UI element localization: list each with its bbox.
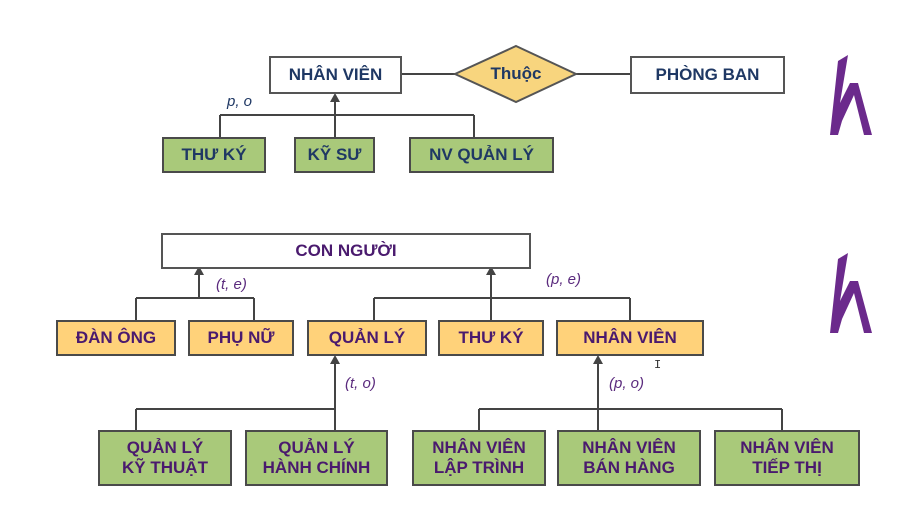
- entity-nv-tiep-thi: NHÂN VIÊN TIẾP THỊ: [714, 430, 860, 486]
- entity-ky-su: KỸ SƯ: [294, 137, 375, 173]
- entity-nhan-vien-bottom: NHÂN VIÊN: [556, 320, 704, 356]
- entity-thu-ky-bottom: THƯ KÝ: [438, 320, 544, 356]
- entity-thu-ky-top: THƯ KÝ: [162, 137, 266, 173]
- nv-tiep-thi-line-2: TIẾP THỊ: [752, 458, 822, 477]
- entity-nhan-vien-top: NHÂN VIÊN: [269, 56, 402, 94]
- constraint-p-o-bottom: (p, o): [609, 375, 645, 392]
- ql-ky-thuat-line-2: KỸ THUẬT: [122, 458, 208, 477]
- ql-ky-thuat-line-1: QUẢN LÝ: [126, 438, 204, 457]
- entity-ql-ky-thuat: QUẢN LÝ KỸ THUẬT: [98, 430, 232, 486]
- entity-nv-lap-trinh: NHÂN VIÊN LẬP TRÌNH: [412, 430, 546, 486]
- h-logo-icon: [830, 253, 872, 333]
- nv-ban-hang-line-2: BÁN HÀNG: [583, 458, 675, 477]
- nv-tiep-thi-line-1: NHÂN VIÊN: [740, 438, 834, 457]
- nv-ban-hang-line-1: NHÂN VIÊN: [582, 438, 676, 457]
- entity-dan-ong: ĐÀN ÔNG: [56, 320, 176, 356]
- entity-ql-hanh-chinh: QUẢN LÝ HÀNH CHÍNH: [245, 430, 388, 486]
- constraint-t-o: (t, o): [345, 375, 376, 392]
- relationship-thuoc-label: Thuộc: [490, 64, 542, 83]
- entity-con-nguoi: CON NGƯỜI: [161, 233, 531, 269]
- text-cursor-icon: I: [654, 358, 662, 372]
- relationship-diamond: [452, 44, 579, 104]
- ql-hanh-chinh-line-2: HÀNH CHÍNH: [262, 458, 371, 477]
- h-logo-icon: [830, 55, 872, 135]
- constraint-p-o-top: p, o: [227, 93, 253, 110]
- nv-lap-trinh-line-1: NHÂN VIÊN: [432, 438, 526, 457]
- entity-nv-ban-hang: NHÂN VIÊN BÁN HÀNG: [557, 430, 701, 486]
- entity-quan-ly: QUẢN LÝ: [307, 320, 427, 356]
- constraint-t-e: (t, e): [216, 276, 247, 293]
- ql-hanh-chinh-line-1: QUẢN LÝ: [278, 438, 355, 457]
- constraint-p-e: (p, e): [546, 271, 582, 288]
- entity-nv-quan-ly: NV QUẢN LÝ: [409, 137, 554, 173]
- entity-phong-ban: PHÒNG BAN: [630, 56, 785, 94]
- entity-phu-nu: PHỤ NỮ: [188, 320, 294, 356]
- nv-lap-trinh-line-2: LẬP TRÌNH: [433, 458, 525, 477]
